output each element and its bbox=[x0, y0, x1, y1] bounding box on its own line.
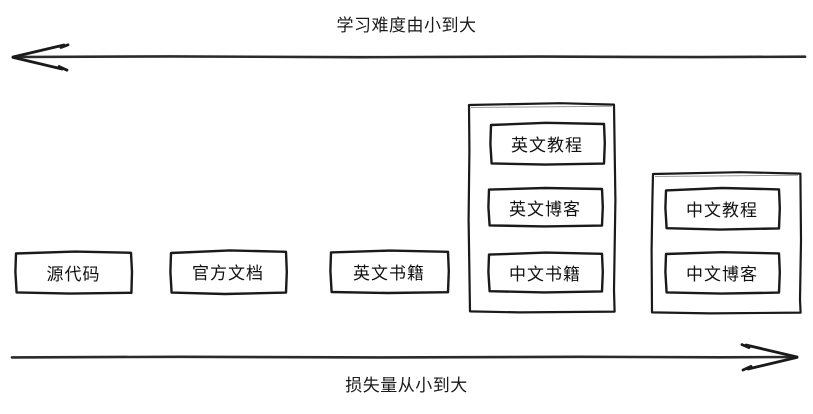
node-english-blog[interactable]: 英文博客 bbox=[488, 188, 602, 226]
node-label: 英文书籍 bbox=[353, 263, 425, 284]
node-chinese-tutorial[interactable]: 中文教程 bbox=[665, 188, 779, 228]
node-chinese-blog[interactable]: 中文博客 bbox=[665, 252, 779, 293]
node-label: 官方文档 bbox=[192, 264, 264, 284]
right-arrow-icon bbox=[10, 343, 799, 372]
node-label: 英文教程 bbox=[511, 136, 583, 156]
node-source-code[interactable]: 源代码 bbox=[15, 251, 132, 293]
node-label: 中文教程 bbox=[686, 200, 758, 221]
node-label: 英文博客 bbox=[509, 199, 581, 220]
node-label: 源代码 bbox=[46, 264, 101, 285]
node-english-tutorial[interactable]: 英文教程 bbox=[490, 123, 604, 164]
top-axis-label: 学习难度由小到大 bbox=[336, 16, 477, 36]
bottom-axis-label: 损失量从小到大 bbox=[345, 376, 468, 396]
node-label: 中文博客 bbox=[686, 265, 758, 285]
node-english-books[interactable]: 英文书籍 bbox=[330, 250, 448, 292]
node-official-docs[interactable]: 官方文档 bbox=[170, 250, 286, 293]
node-label: 中文书籍 bbox=[509, 265, 581, 285]
left-arrow-icon bbox=[11, 43, 807, 72]
node-chinese-books[interactable]: 中文书籍 bbox=[488, 253, 602, 292]
